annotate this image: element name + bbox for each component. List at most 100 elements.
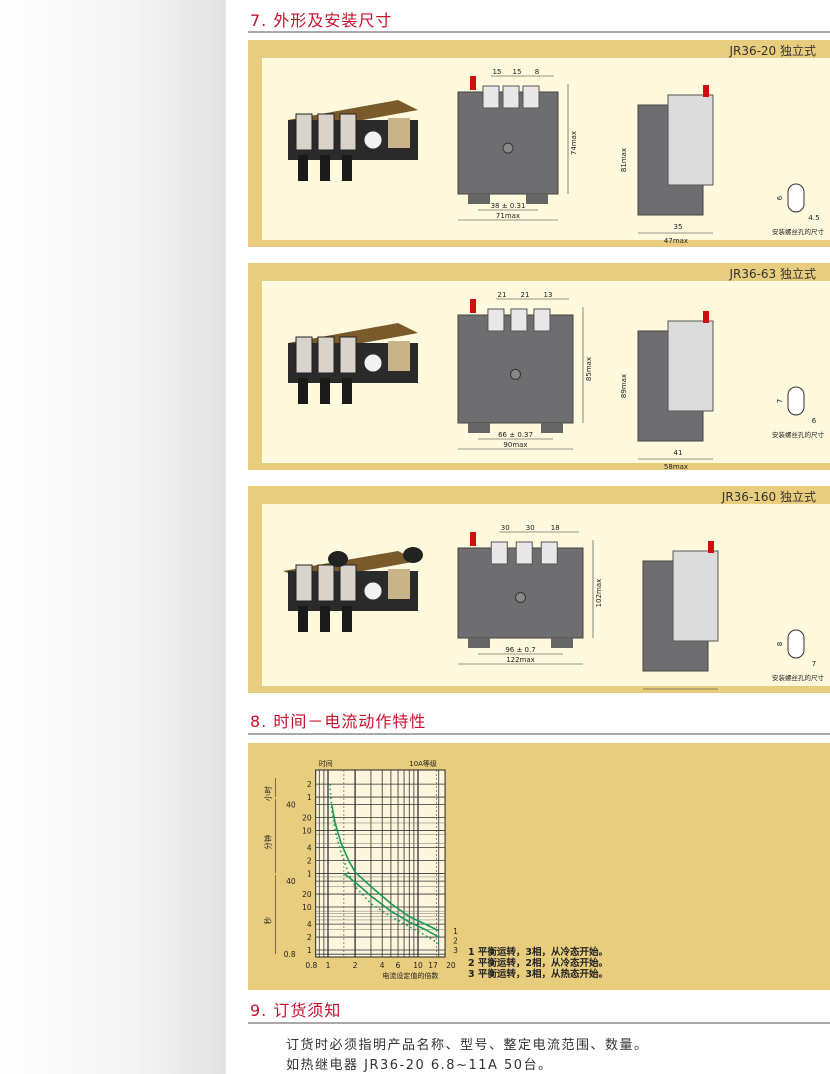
product-photo <box>288 323 418 404</box>
curve-series-2 <box>343 872 440 938</box>
y-tick-label: 10 <box>302 827 312 836</box>
terminal-screw <box>482 85 500 109</box>
panel-tab <box>248 240 343 247</box>
ordering-text: 订货时必须指明产品名称、型号、整定电流范围、数量。 <box>286 1038 649 1053</box>
pitch-label: 13 <box>543 291 552 299</box>
x-tick-label: 0.8 <box>305 961 317 970</box>
side-mount-label: 41 <box>674 449 683 457</box>
foot <box>526 194 548 204</box>
mount-spacing-label: 38 ± 0.31 <box>491 202 526 210</box>
x-tick-label: 6 <box>396 961 401 970</box>
foot <box>468 194 490 204</box>
legend-item: 2 平衡运转，2相，从冷态开始。 <box>468 958 609 969</box>
pitch-label: 21 <box>520 291 529 299</box>
left-margin-strip <box>0 0 226 1074</box>
mount-hole <box>787 629 805 659</box>
foot <box>468 423 490 433</box>
y-tick-label: 10 <box>302 903 312 912</box>
side-height-label: 89max <box>620 374 628 398</box>
hole-height-label: 7 <box>776 399 784 403</box>
reset-button-red <box>470 76 476 90</box>
terminal-leg <box>298 606 308 632</box>
mount-ear <box>328 551 348 567</box>
width-label: 122max <box>506 656 535 664</box>
nameplate <box>388 569 410 599</box>
terminal-screw <box>533 308 551 332</box>
pitch-label: 30 <box>526 524 535 532</box>
y-tick-label: 40 <box>286 877 296 886</box>
terminal <box>339 336 357 374</box>
screw <box>502 142 514 154</box>
side-width-label: 58max <box>664 463 688 470</box>
hole-caption: 安装螺丝孔的尺寸 <box>772 673 825 682</box>
terminal-leg <box>320 378 330 404</box>
pitch-label: 18 <box>551 524 560 532</box>
curve-label: 3 <box>453 946 458 955</box>
panel-tab <box>248 463 343 470</box>
y-tick-label: 20 <box>302 814 312 823</box>
section-title-dimensions: 7. 外形及安装尺寸 <box>250 11 393 30</box>
width-label: 71max <box>496 212 520 220</box>
x-tick-label: 2 <box>353 961 358 970</box>
product-photo <box>288 100 418 181</box>
terminal-leg <box>342 155 352 181</box>
model-label: JR36-63 独立式 <box>729 267 816 281</box>
terminal-leg <box>298 378 308 404</box>
pitch-label: 15 <box>493 68 502 76</box>
foot <box>541 423 563 433</box>
mount-hole <box>787 183 805 213</box>
panel-jr36-63: JR36-63 独立式 66 ± 0.37 90max 85max 21 21 13 89ma… <box>248 263 830 470</box>
mount-hole <box>787 386 805 416</box>
nameplate <box>388 341 410 371</box>
x-axis-title: 电流设定值的倍数 <box>382 971 438 980</box>
pitch-label: 30 <box>501 524 510 532</box>
terminal <box>339 564 357 602</box>
terminal-screw <box>487 308 505 332</box>
section-title-time-current: 8. 时间－电流动作特性 <box>250 712 427 731</box>
hole-caption: 安装螺丝孔的尺寸 <box>772 227 825 236</box>
y-tick-label: 1 <box>307 793 312 802</box>
model-label: JR36-160 独立式 <box>721 490 816 504</box>
pitch-label: 21 <box>497 291 506 299</box>
terminal-screw <box>502 85 520 109</box>
terminal-screw <box>522 85 540 109</box>
side-label-plate <box>667 320 714 412</box>
y-tick-label: 1 <box>307 870 312 879</box>
y-tick-label: 2 <box>307 857 312 866</box>
y-unit-label: 秒 <box>263 916 273 924</box>
chart-legend: 1 平衡运转，3相，从冷态开始。 2 平衡运转，2相，从冷态开始。 3 平衡运转… <box>468 947 608 980</box>
side-label-plate <box>672 550 719 642</box>
mount-spacing-label: 66 ± 0.37 <box>498 431 533 439</box>
curve-series-1 <box>330 804 440 932</box>
terminal-leg <box>298 155 308 181</box>
x-tick-label: 1 <box>326 961 331 970</box>
divider <box>248 733 830 735</box>
adjust-dial <box>363 353 383 373</box>
terminal-screw <box>540 541 558 565</box>
panel-tab <box>248 686 343 693</box>
terminal <box>295 564 313 602</box>
terminal <box>339 113 357 151</box>
side-height-label: 81max <box>620 148 628 172</box>
terminal <box>317 113 335 151</box>
side-mount-label: 35 <box>674 223 683 231</box>
terminal-screw <box>490 541 508 565</box>
y-axis-title: 时间 <box>319 759 333 768</box>
width-label: 90max <box>503 441 527 449</box>
y-tick-label: 0.8 <box>284 950 296 959</box>
adjust-dial <box>363 130 383 150</box>
x-tick-label: 10 <box>413 961 423 970</box>
legend-item: 1 平衡运转，3相，从冷态开始。 <box>468 947 609 958</box>
curve-label: 1 <box>453 927 458 936</box>
foot <box>551 638 573 648</box>
height-label: 85max <box>585 357 593 381</box>
y-unit-label: 小时 <box>263 786 273 801</box>
foot <box>468 638 490 648</box>
terminal <box>295 336 313 374</box>
reset-button-red <box>703 311 709 323</box>
